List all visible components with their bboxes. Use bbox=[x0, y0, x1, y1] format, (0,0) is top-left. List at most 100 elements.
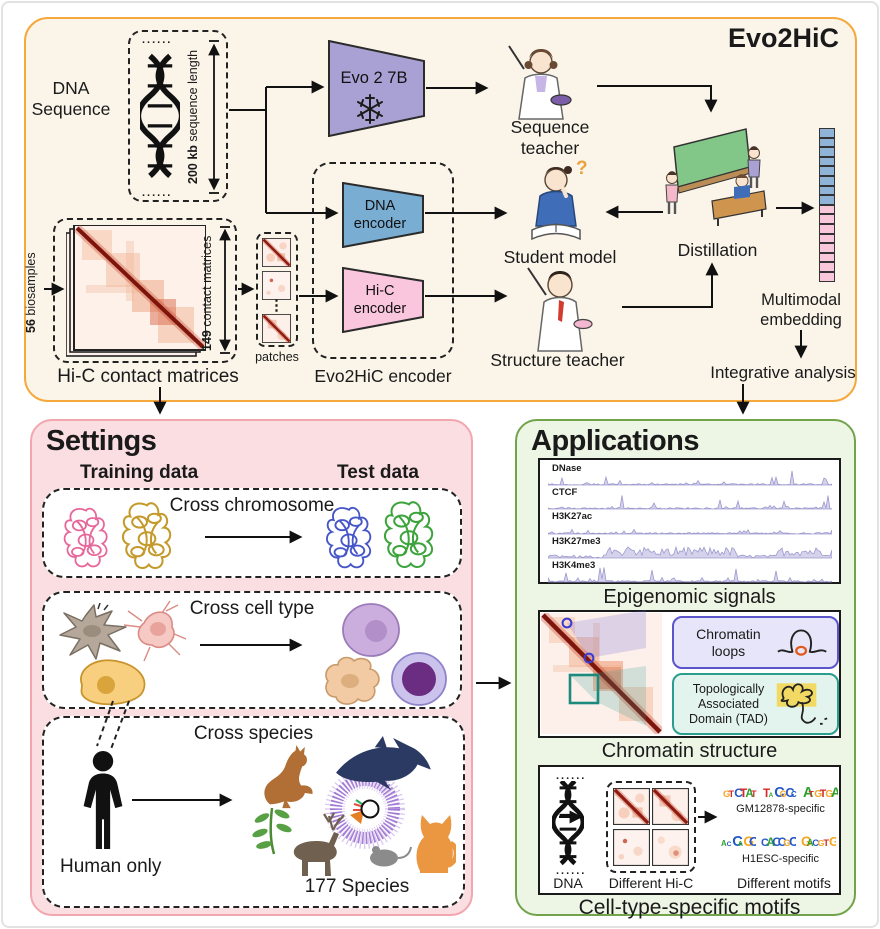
neuron-cell-icon bbox=[123, 600, 187, 662]
svg-text:T: T bbox=[809, 789, 815, 798]
svg-text:C: C bbox=[732, 834, 743, 847]
svg-text:Hi-C: Hi-C bbox=[366, 283, 395, 299]
svg-text:T: T bbox=[729, 789, 735, 798]
svg-text:C: C bbox=[761, 837, 769, 847]
track-label: CTCF bbox=[552, 487, 578, 499]
svg-text:T: T bbox=[823, 838, 829, 847]
track-label: H3K27ac bbox=[552, 511, 593, 523]
patches-caption: patches bbox=[255, 350, 299, 364]
chromosome-scribble-pink bbox=[58, 504, 114, 570]
species-count-label: 177 Species bbox=[304, 876, 410, 897]
training-data-label: Training data bbox=[80, 462, 199, 483]
svg-text:A: A bbox=[745, 788, 753, 798]
svg-text:C: C bbox=[791, 790, 797, 798]
yellow-cell-icon bbox=[80, 659, 146, 706]
dna-sequence-box bbox=[128, 30, 228, 202]
dna-sequence-label: DNA Sequence bbox=[31, 78, 111, 119]
cross-chromosome-label: Cross chromosome bbox=[169, 495, 335, 516]
svg-text:G: G bbox=[818, 838, 825, 847]
mouse-icon bbox=[370, 846, 412, 867]
signal-track: CTCF bbox=[540, 486, 839, 510]
evo2hic-encoder-caption: Evo2HiC encoder bbox=[314, 366, 452, 386]
hic-patch bbox=[652, 829, 689, 866]
svg-text:C: C bbox=[749, 834, 756, 847]
hic-patch bbox=[262, 238, 291, 267]
hic-patch bbox=[652, 788, 689, 825]
svg-text:Evo 2 7B: Evo 2 7B bbox=[341, 69, 408, 87]
dna-helix-icon bbox=[552, 781, 584, 865]
svg-text:C: C bbox=[778, 835, 787, 847]
tad-callout: Topologically Associated Domain (TAD) bbox=[672, 673, 839, 735]
svg-text:G: G bbox=[723, 788, 730, 798]
chromatin-loops-callout: Chromatin loops bbox=[672, 616, 839, 669]
dna-dots: ...... bbox=[556, 770, 587, 782]
dna-dots-top: ...... bbox=[142, 34, 173, 46]
hic-encoder-block: Hi-C encoder bbox=[342, 267, 424, 333]
gm12878-label: GM12878-specific bbox=[736, 803, 825, 815]
contact-matrices-label: 149 contact matrices bbox=[200, 235, 214, 351]
svg-text:G: G bbox=[743, 834, 754, 847]
chromatin-structure-box: Chromatin loops Topologically Associated… bbox=[538, 610, 841, 738]
signal-trace bbox=[548, 495, 832, 510]
distillation-caption: Distillation bbox=[677, 240, 758, 260]
svg-text:A: A bbox=[738, 839, 744, 847]
signal-track: DNase bbox=[540, 462, 839, 487]
embedding-cell bbox=[819, 214, 835, 224]
structure-teacher-icon bbox=[527, 267, 593, 352]
purple-cell-icon bbox=[342, 603, 400, 657]
svg-text:G: G bbox=[829, 834, 836, 847]
biosamples-label: 56 biosamples bbox=[24, 252, 38, 334]
svg-text:T: T bbox=[820, 788, 827, 798]
settings-title: Settings bbox=[46, 425, 157, 457]
svg-text:encoder: encoder bbox=[354, 216, 407, 232]
hic-patch bbox=[262, 271, 291, 300]
embedding-cell bbox=[819, 233, 835, 244]
multimodal-embedding-column bbox=[819, 128, 835, 282]
svg-text:A: A bbox=[769, 792, 774, 798]
svg-text:T: T bbox=[740, 786, 748, 798]
dna-encoder-block: DNA encoder bbox=[342, 182, 424, 248]
svg-text:A: A bbox=[767, 836, 776, 847]
embedding-cell bbox=[819, 128, 835, 138]
sequence-length-label: 200 kb sequence length bbox=[186, 49, 200, 185]
epigenomic-signals-box: DNase CTCF H3K27ac H3K27me3 H3K4me3 bbox=[538, 458, 841, 584]
svg-text:C: C bbox=[774, 785, 785, 798]
tad-label: Topologically Associated Domain (TAD) bbox=[689, 681, 768, 726]
settings-panel: Settings Training data Test data Cross c… bbox=[30, 419, 473, 916]
motifs-caption: Cell-type-specific motifs bbox=[578, 896, 801, 919]
embedding-cell bbox=[819, 271, 835, 282]
embedding-cell bbox=[819, 175, 835, 186]
embedding-cell bbox=[819, 185, 835, 196]
svg-text:A: A bbox=[831, 785, 838, 798]
astrocyte-cell-icon bbox=[59, 603, 127, 660]
human-pictogram-icon bbox=[83, 751, 123, 849]
hic-matrices-caption: Hi-C contact matrices bbox=[57, 366, 239, 387]
cross-cell-type-label: Cross cell type bbox=[189, 598, 315, 619]
chromosome-scribble-green bbox=[378, 497, 440, 571]
different-hic-label: Different Hi-C bbox=[608, 875, 694, 891]
svg-text:A: A bbox=[721, 839, 727, 847]
snowflake-icon bbox=[357, 94, 383, 124]
chromatin-caption: Chromatin structure bbox=[601, 740, 778, 762]
svg-text:G: G bbox=[814, 789, 822, 798]
embedding-cell bbox=[819, 137, 835, 148]
svg-text:C: C bbox=[785, 786, 794, 798]
track-label: DNase bbox=[552, 463, 582, 474]
chromatin-loops-label: Chromatin loops bbox=[696, 625, 761, 659]
svg-text:T: T bbox=[763, 787, 771, 798]
svg-text:G: G bbox=[801, 834, 812, 847]
student-model-caption: Student model bbox=[503, 247, 617, 267]
embedding-cell bbox=[819, 204, 835, 215]
dna-dots: ...... bbox=[556, 865, 587, 877]
signal-track: H3K27me3 bbox=[540, 535, 839, 559]
cat-icon bbox=[416, 815, 456, 873]
applications-panel: Applications DNase CTCF H3K27ac H3K27me3… bbox=[515, 419, 856, 919]
hic-matrix-stack bbox=[66, 225, 206, 357]
